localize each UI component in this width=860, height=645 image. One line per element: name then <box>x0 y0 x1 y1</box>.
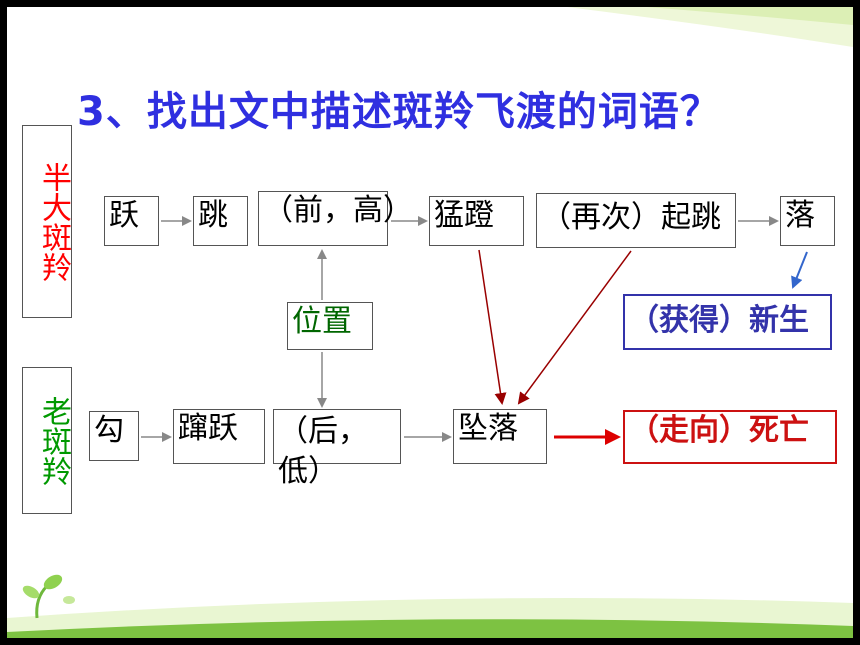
top-decoration <box>567 7 853 47</box>
old-outcome-death: （走向）死亡 <box>623 410 837 464</box>
position-label: 位置 <box>287 302 373 350</box>
slide-panel: 3、找出文中描述斑羚飞渡的词语？ 半大斑羚 老斑羚 跃 跳 （前，高） 猛蹬 （… <box>7 7 853 638</box>
young-step-jump: 跳 <box>193 196 248 246</box>
page-title: 3、找出文中描述斑羚飞渡的词语？ <box>77 89 721 135</box>
bottom-decoration <box>7 574 853 638</box>
old-step-leap-up: 蹿跃 <box>173 409 265 464</box>
arrow-jumpagain-to-fall <box>517 250 632 405</box>
young-step-leap: 跃 <box>104 196 159 246</box>
young-outcome-new-life: （获得）新生 <box>623 294 832 350</box>
young-step-land: 落 <box>780 196 835 246</box>
old-step-fall: 坠落 <box>453 409 547 464</box>
young-step-front-high: （前，高） <box>258 191 413 246</box>
arrow-pushoff-to-fall <box>478 249 507 405</box>
old-step-hook: 勾 <box>89 411 139 461</box>
connector-arrows <box>141 216 808 445</box>
sprout-icon <box>22 574 75 619</box>
arrow-land-to-newlife <box>791 251 808 289</box>
young-step-push-off: 猛蹬 <box>429 196 524 246</box>
old-step-back-low: （后，低） <box>273 409 401 489</box>
old-antelope-label: 老斑羚 <box>22 367 72 514</box>
young-step-jump-again: （再次）起跳 <box>536 193 736 248</box>
young-antelope-label: 半大斑羚 <box>22 125 72 318</box>
